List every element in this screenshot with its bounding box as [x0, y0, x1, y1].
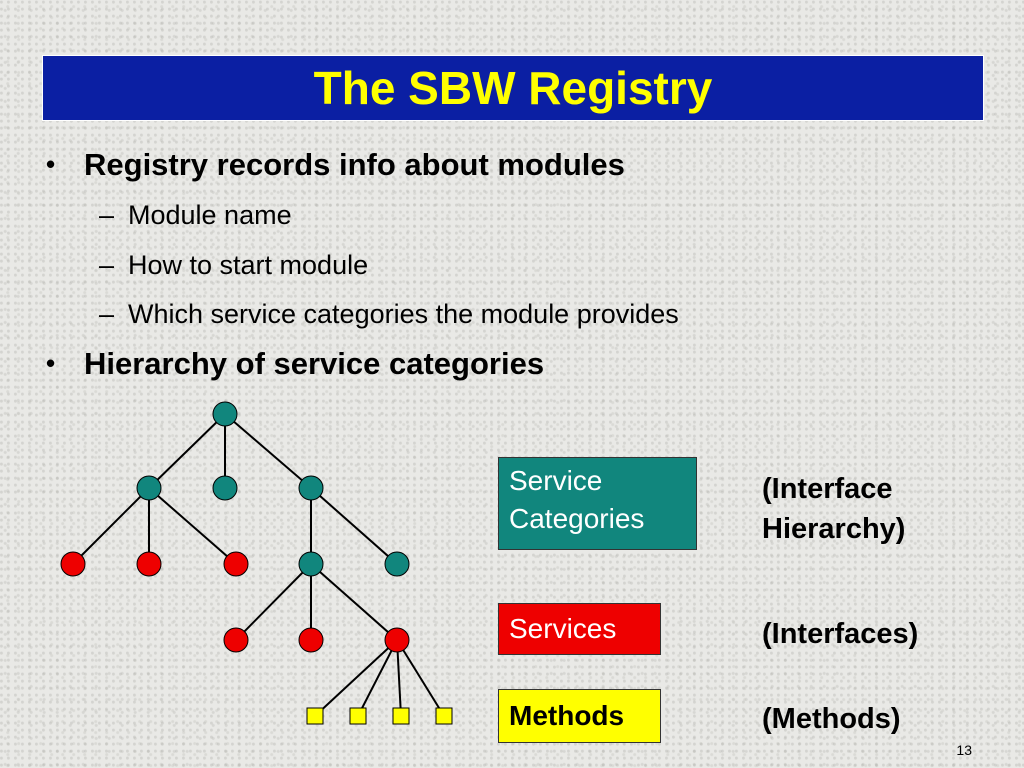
- tree-node-service-s5: [298, 627, 324, 653]
- page-number: 13: [956, 742, 972, 758]
- tree-edge: [357, 639, 398, 717]
- bullet-registry-records: • Registry records info about modules: [46, 147, 625, 183]
- tree-edge: [396, 639, 402, 717]
- note-methods: (Methods): [762, 703, 901, 735]
- sub-dash: –: [99, 250, 115, 280]
- tree-nodes: [60, 401, 453, 725]
- note-interface-line1: (Interface: [762, 473, 893, 505]
- tree-node-service-s6: [384, 627, 410, 653]
- bullet-dot: •: [46, 149, 56, 179]
- tree-edge: [72, 487, 150, 565]
- sub-bullet-service-categories: – Which service categories the module pr…: [99, 299, 679, 330]
- tree-node-category-c4: [298, 551, 324, 577]
- tree-node-method-m3: [392, 707, 410, 725]
- sub-dash: –: [99, 200, 115, 230]
- tree-edge: [224, 413, 312, 489]
- legend-methods-box: Methods: [498, 689, 661, 743]
- legend-categories-line1: Service: [509, 465, 603, 496]
- tree-node-category-c3: [298, 475, 324, 501]
- legend-methods-label: Methods: [509, 700, 625, 731]
- sub-bullet-text: Which service categories the module prov…: [128, 299, 679, 329]
- note-interface-line2: Hierarchy): [762, 513, 906, 545]
- bullet-text: Registry records info about modules: [84, 147, 625, 182]
- tree-node-category-root: [212, 401, 238, 427]
- note-interfaces: (Interfaces): [762, 618, 919, 650]
- legend-services-label: Services: [509, 613, 617, 644]
- tree-node-category-c1: [136, 475, 162, 501]
- tree-edge: [396, 639, 445, 717]
- tree-node-method-m1: [306, 707, 324, 725]
- tree-edge: [314, 639, 398, 717]
- legend-service-categories-box: Service Categories: [498, 457, 697, 550]
- tree-node-category-c2: [212, 475, 238, 501]
- tree-node-service-s4: [223, 627, 249, 653]
- title-bar: The SBW Registry: [42, 55, 984, 121]
- note-interface-hierarchy: (Interface Hierarchy): [762, 469, 905, 549]
- tree-node-service-s2: [136, 551, 162, 577]
- tree-node-service-s3: [223, 551, 249, 577]
- legend-services-box: Services: [498, 603, 661, 655]
- tree-edge: [310, 487, 398, 565]
- bullet-hierarchy: • Hierarchy of service categories: [46, 346, 545, 382]
- sub-bullet-text: How to start module: [128, 250, 369, 280]
- sub-dash: –: [99, 299, 115, 329]
- tree-edge: [148, 487, 237, 565]
- tree-edge: [148, 413, 226, 489]
- tree-node-category-c5: [384, 551, 410, 577]
- tree-edge: [310, 563, 398, 641]
- slide-title: The SBW Registry: [313, 62, 713, 114]
- tree-node-method-m2: [349, 707, 367, 725]
- tree-node-service-s1: [60, 551, 86, 577]
- legend-categories-line2: Categories: [509, 503, 645, 534]
- tree-edges: [72, 413, 445, 717]
- sub-bullet-text: Module name: [128, 200, 292, 230]
- bullet-dot: •: [46, 348, 56, 378]
- bullet-text: Hierarchy of service categories: [84, 346, 545, 381]
- tree-edge: [235, 563, 312, 641]
- sub-bullet-module-name: – Module name: [99, 200, 292, 231]
- tree-node-method-m4: [435, 707, 453, 725]
- sub-bullet-how-to-start: – How to start module: [99, 250, 369, 281]
